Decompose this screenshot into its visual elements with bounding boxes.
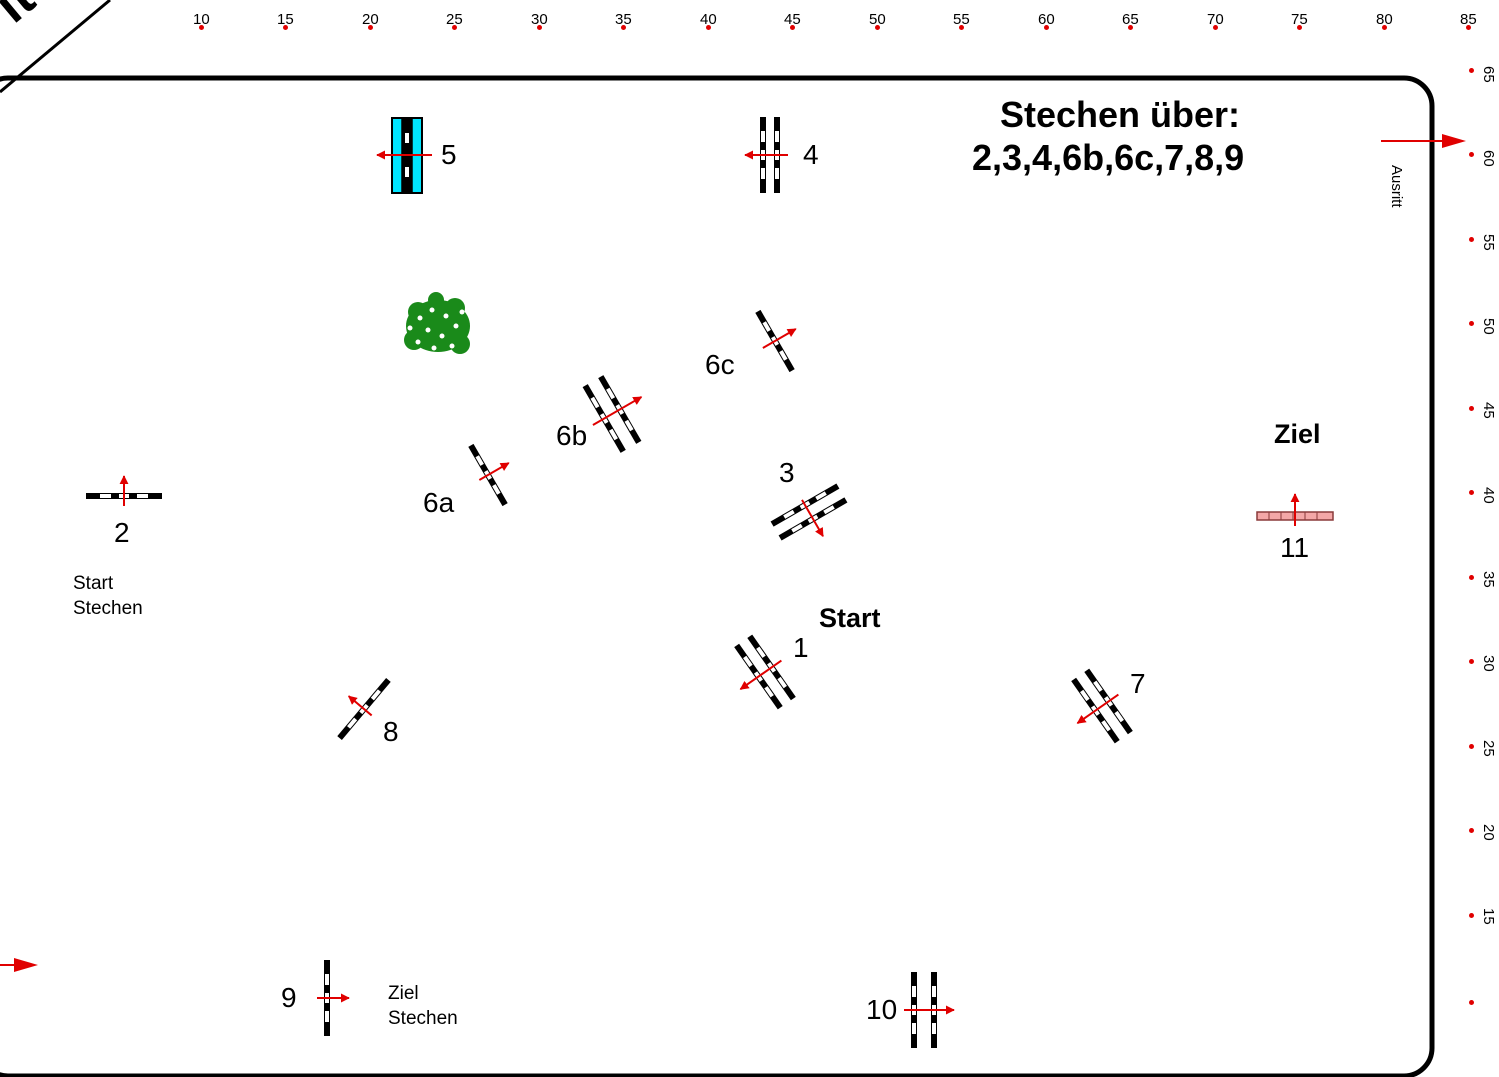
scale-dot	[621, 25, 626, 30]
scale-top-tick: 10	[193, 11, 210, 28]
obstacle-label-3: 3	[779, 457, 795, 488]
scale-dot	[1466, 25, 1471, 30]
scale-right-tick: 30	[1480, 655, 1497, 672]
scale-dot	[283, 25, 288, 30]
obstacle-label-4: 4	[803, 139, 819, 170]
scale-top-tick: 30	[531, 11, 548, 28]
title-line-2: 2,3,4,6b,6c,7,8,9	[972, 137, 1245, 178]
obstacle-7-icon	[1071, 668, 1133, 744]
scale-right-tick: 60	[1480, 150, 1497, 167]
scale-dot	[1297, 25, 1302, 30]
obstacle-label-1: 1	[793, 632, 809, 663]
scale-right-tick: 65	[1480, 66, 1497, 83]
scale-right-tick: 15	[1480, 908, 1497, 925]
obstacle-label-8: 8	[383, 716, 399, 747]
obstacle-label-6a: 6a	[423, 487, 455, 518]
scale-top-tick: 15	[277, 11, 294, 28]
entry-arrow-icon	[0, 958, 38, 972]
scale-dot	[1213, 25, 1218, 30]
scale-dot	[368, 25, 373, 30]
scale-dot	[1469, 828, 1474, 833]
scale-right-tick: 40	[1480, 487, 1497, 504]
scale-right-tick: 50	[1480, 318, 1497, 335]
start-label: Start	[819, 603, 881, 633]
scale-top-tick: 60	[1038, 11, 1055, 28]
obstacle-label-7: 7	[1130, 668, 1146, 699]
scale-top-tick: 65	[1122, 11, 1139, 28]
scale-top-tick: 40	[700, 11, 717, 28]
obstacle-label-5: 5	[441, 139, 457, 170]
scale-right-tick: 35	[1480, 571, 1497, 588]
scale-dot	[959, 25, 964, 30]
scale-dot	[199, 25, 204, 30]
scale-top-tick: 35	[615, 11, 632, 28]
scale-dot	[1469, 659, 1474, 664]
scale-dot	[1469, 490, 1474, 495]
scale-dot	[537, 25, 542, 30]
obstacle-10-icon	[904, 972, 955, 1048]
scale-dot	[1128, 25, 1133, 30]
scale-top-tick: 20	[362, 11, 379, 28]
arena-border	[0, 75, 1435, 1077]
scale-top-tick: 50	[869, 11, 886, 28]
obstacle-label-10: 10	[866, 994, 898, 1025]
scale-dot	[1469, 152, 1474, 157]
scale-right-tick: 45	[1480, 402, 1497, 419]
scale-top-tick: 55	[953, 11, 970, 28]
scale-top-tick: 75	[1291, 11, 1308, 28]
obstacle-label-9: 9	[281, 982, 297, 1013]
exit-arrow-icon	[1381, 134, 1466, 148]
scale-dot	[1382, 25, 1387, 30]
obstacle-4-icon	[744, 117, 788, 193]
scale-dot	[1469, 575, 1474, 580]
obstacle-3-icon	[770, 483, 848, 541]
scale-dot	[1469, 744, 1474, 749]
scale-dot	[1044, 25, 1049, 30]
obstacle-8-icon	[337, 677, 391, 741]
obstacle-6b-icon	[582, 375, 643, 453]
bush-icon	[404, 292, 470, 354]
obstacle-label-11: 11	[1280, 532, 1310, 563]
scale-top-tick: 80	[1376, 11, 1393, 28]
scale-dot	[1469, 406, 1474, 411]
scale-top-tick: 70	[1207, 11, 1224, 28]
scale-dot	[1469, 913, 1474, 918]
obstacle-1-icon	[734, 634, 796, 710]
obstacle-6c-icon	[755, 309, 797, 373]
start-stechen-line-1: Start	[73, 573, 114, 594]
start-stechen-line-2: Stechen	[73, 598, 143, 619]
scale-right-tick: 25	[1480, 740, 1497, 757]
ziel-stechen-line-1: Ziel	[388, 983, 419, 1004]
obstacle-label-6b: 6b	[556, 420, 588, 451]
scale-dot	[1469, 237, 1474, 242]
scale-dot	[1469, 1000, 1474, 1005]
scale-top-tick: 85	[1460, 11, 1477, 28]
exit-label: Ausritt	[1388, 165, 1405, 208]
obstacle-5-icon	[376, 117, 432, 194]
ziel-stechen-line-2: Stechen	[388, 1008, 458, 1029]
title-line-1: Stechen über:	[1000, 94, 1241, 135]
scale-dot	[875, 25, 880, 30]
obstacle-label-2: 2	[114, 517, 130, 548]
scale-dot	[452, 25, 457, 30]
scale-dot	[1469, 321, 1474, 326]
obstacle-11-icon	[1256, 493, 1334, 526]
scale-dot	[1469, 68, 1474, 73]
scale-dot	[706, 25, 711, 30]
scale-top-tick: 25	[446, 11, 463, 28]
obstacle-label-6c: 6c	[705, 349, 735, 380]
scale-dot	[790, 25, 795, 30]
obstacle-2-icon	[86, 475, 162, 506]
obstacle-9-icon	[317, 960, 350, 1036]
scale-right-tick: 55	[1480, 234, 1497, 251]
scale-right-tick: 20	[1480, 824, 1497, 841]
obstacle-6a-icon	[468, 443, 510, 507]
ziel-label: Ziel	[1274, 419, 1321, 449]
scale-top-tick: 45	[784, 11, 801, 28]
